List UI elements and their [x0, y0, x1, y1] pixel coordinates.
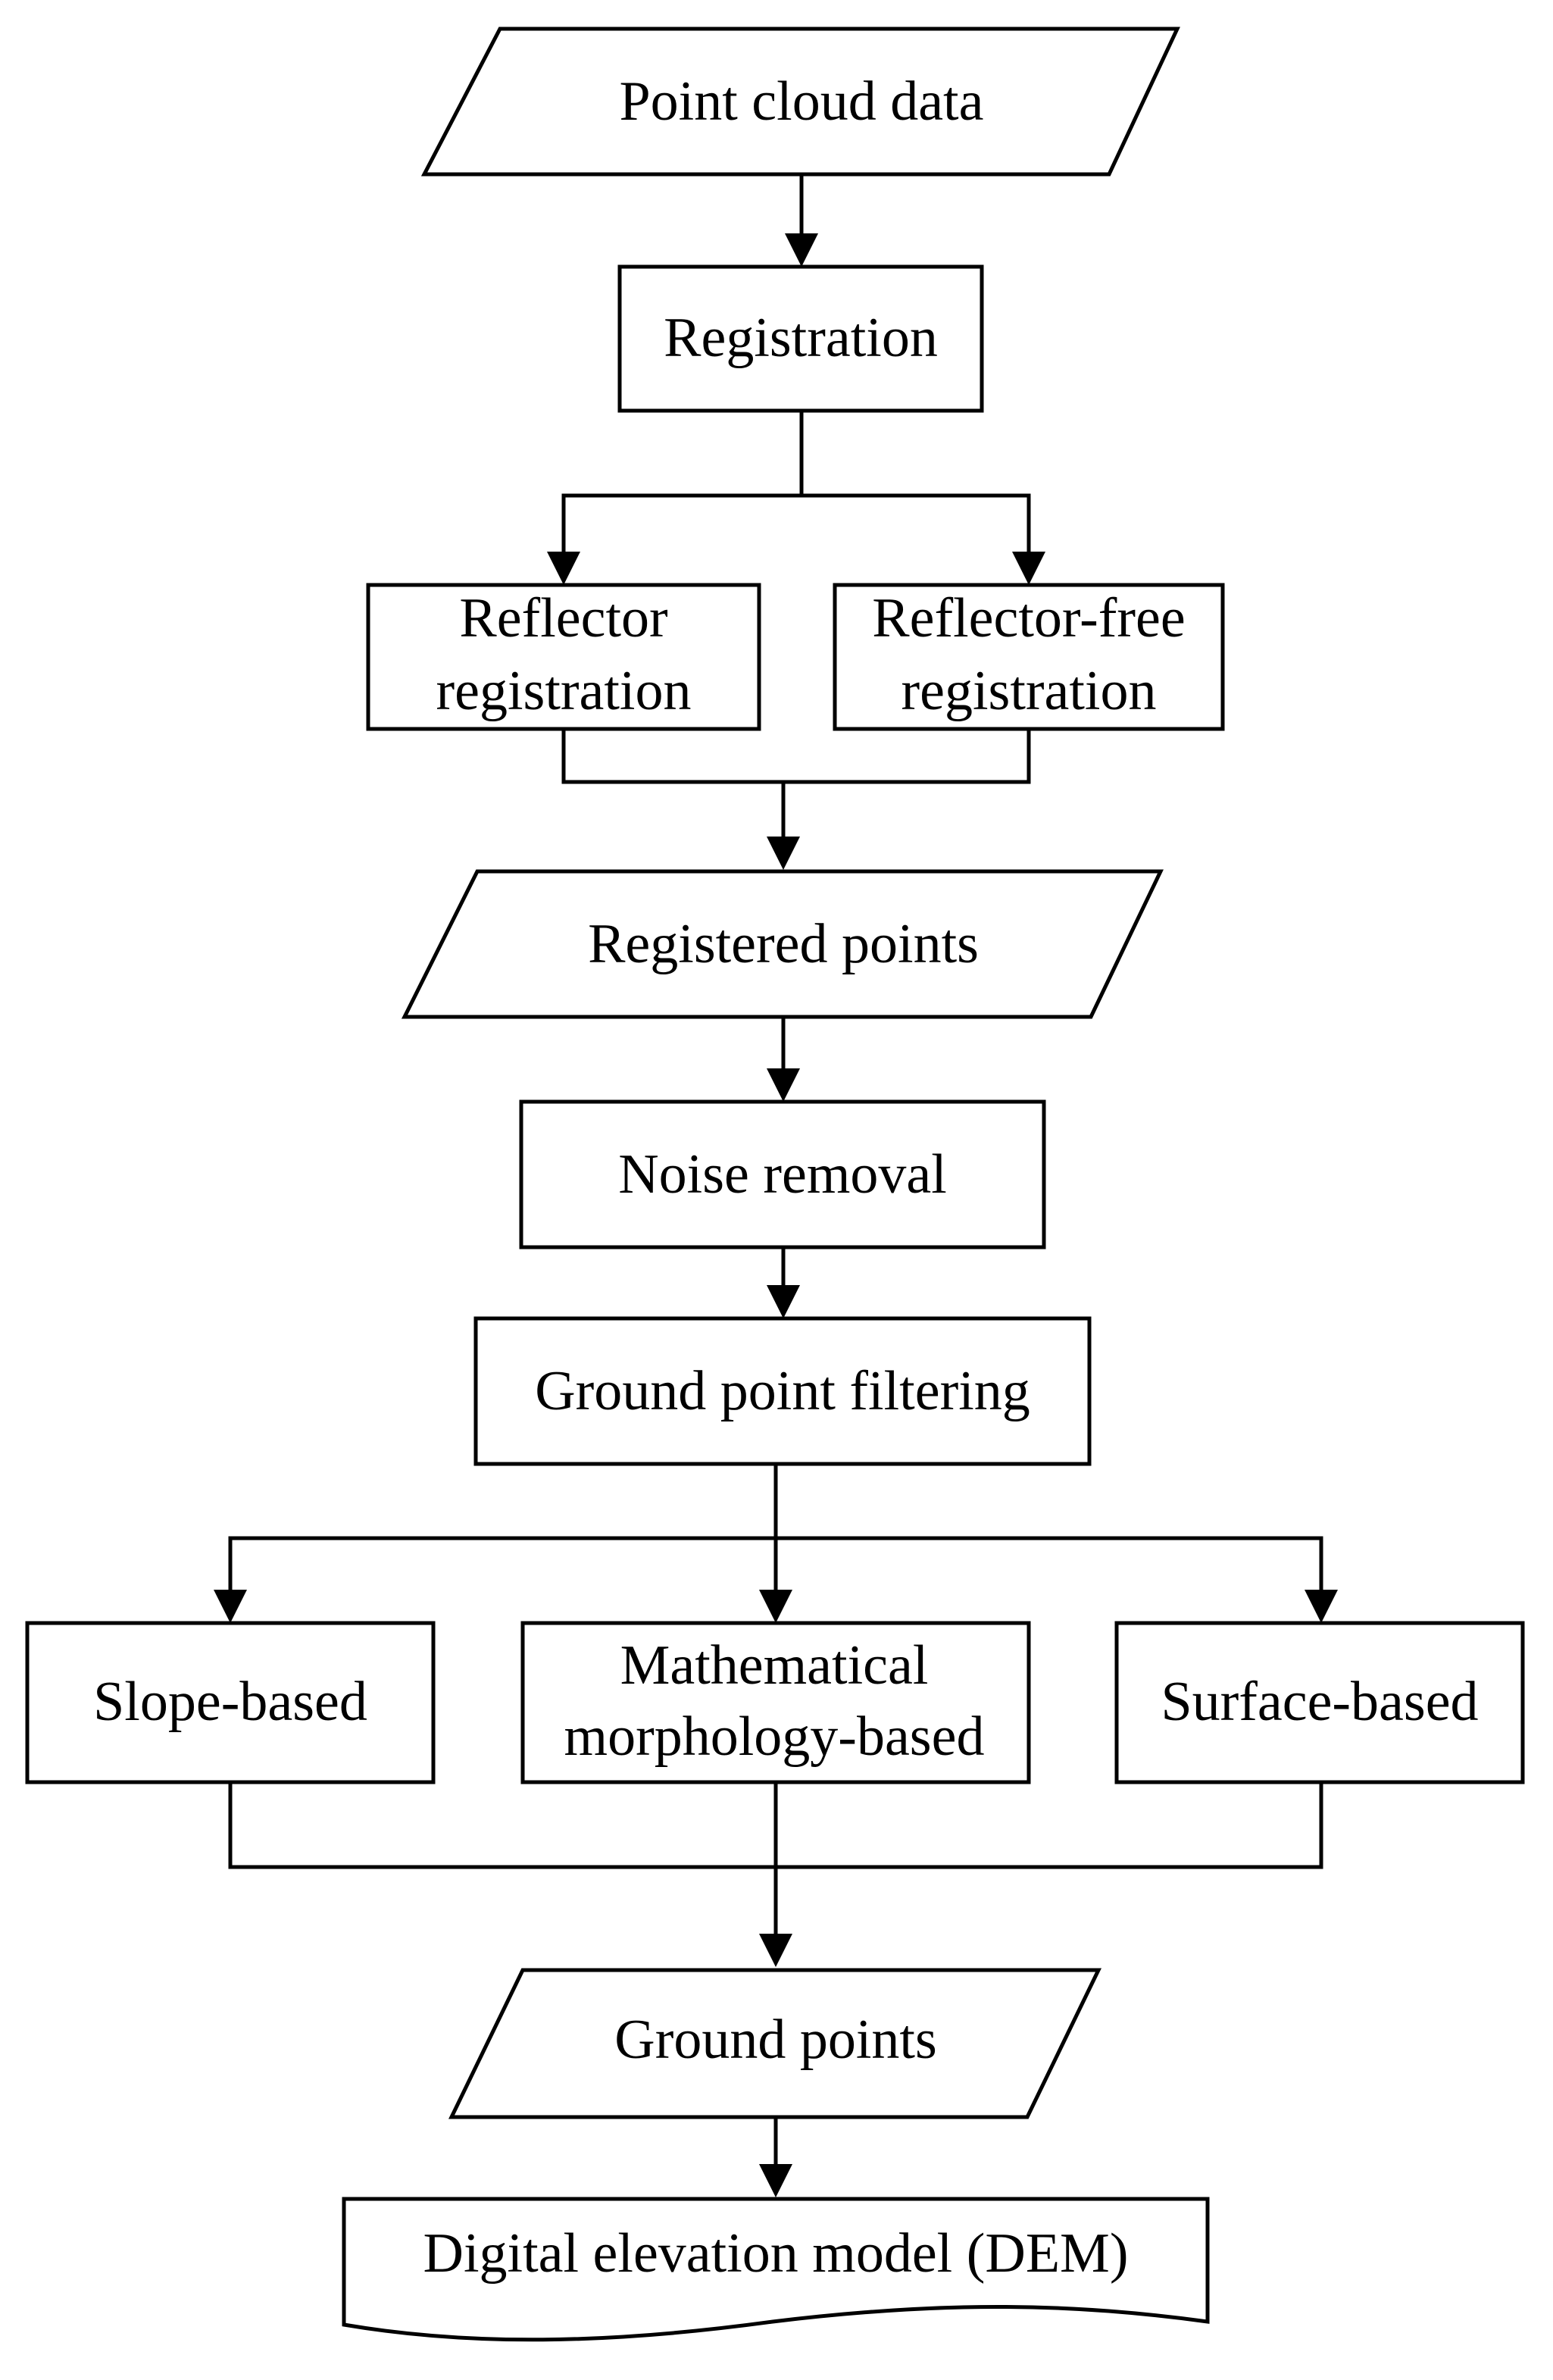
node-ground-point-filtering: Ground point filtering [473, 1316, 1092, 1466]
label-ground-point-filtering: Ground point filtering [535, 1360, 1030, 1422]
label-reflector-registration-line2: registration [436, 660, 691, 722]
edge-branches-to-registered-points [561, 727, 1031, 870]
node-registration: Registration [617, 264, 984, 413]
label-point-cloud-data: Point cloud data [620, 70, 984, 133]
node-noise-removal: Noise removal [519, 1099, 1046, 1249]
node-surface-based: Surface-based [1114, 1621, 1525, 1784]
label-registration: Registration [664, 307, 938, 369]
edge-point-cloud-to-registration [785, 172, 818, 267]
label-registered-points: Registered points [588, 913, 979, 975]
label-reflector-registration-line1: Reflector [459, 587, 667, 649]
node-slope-based: Slope-based [25, 1621, 436, 1784]
node-mathematical-morphology-based: Mathematical morphology-based [520, 1621, 1031, 1784]
label-surface-based: Surface-based [1161, 1671, 1478, 1733]
edge-registered-points-to-noise-removal [767, 1015, 800, 1102]
connectors [214, 172, 1338, 2197]
label-reflector-free-registration-line1: Reflector-free [872, 587, 1185, 649]
label-noise-removal: Noise removal [618, 1143, 947, 1206]
edge-ground-filter-to-methods [214, 1462, 1338, 1623]
edge-noise-removal-to-ground-filter [767, 1245, 800, 1318]
node-point-cloud-data: Point cloud data [420, 27, 1180, 177]
node-ground-points: Ground points [448, 1968, 1101, 2119]
edge-registration-to-branches [547, 408, 1045, 585]
node-digital-elevation-model: Digital elevation model (DEM) [342, 2197, 1210, 2342]
label-digital-elevation-model: Digital elevation model (DEM) [423, 2222, 1129, 2285]
edge-methods-to-ground-points [228, 1780, 1323, 1967]
node-registered-points: Registered points [401, 869, 1164, 1019]
label-mathematical-morphology-line1: Mathematical [620, 1634, 929, 1697]
edge-ground-points-to-dem [759, 2115, 792, 2197]
label-ground-points: Ground points [614, 2009, 937, 2071]
label-mathematical-morphology-line2: morphology-based [564, 1706, 985, 1768]
label-reflector-free-registration-line2: registration [901, 660, 1156, 722]
node-reflector-free-registration: Reflector-free registration [833, 583, 1225, 731]
node-reflector-registration: Reflector registration [366, 583, 761, 731]
label-slope-based: Slope-based [93, 1671, 367, 1733]
